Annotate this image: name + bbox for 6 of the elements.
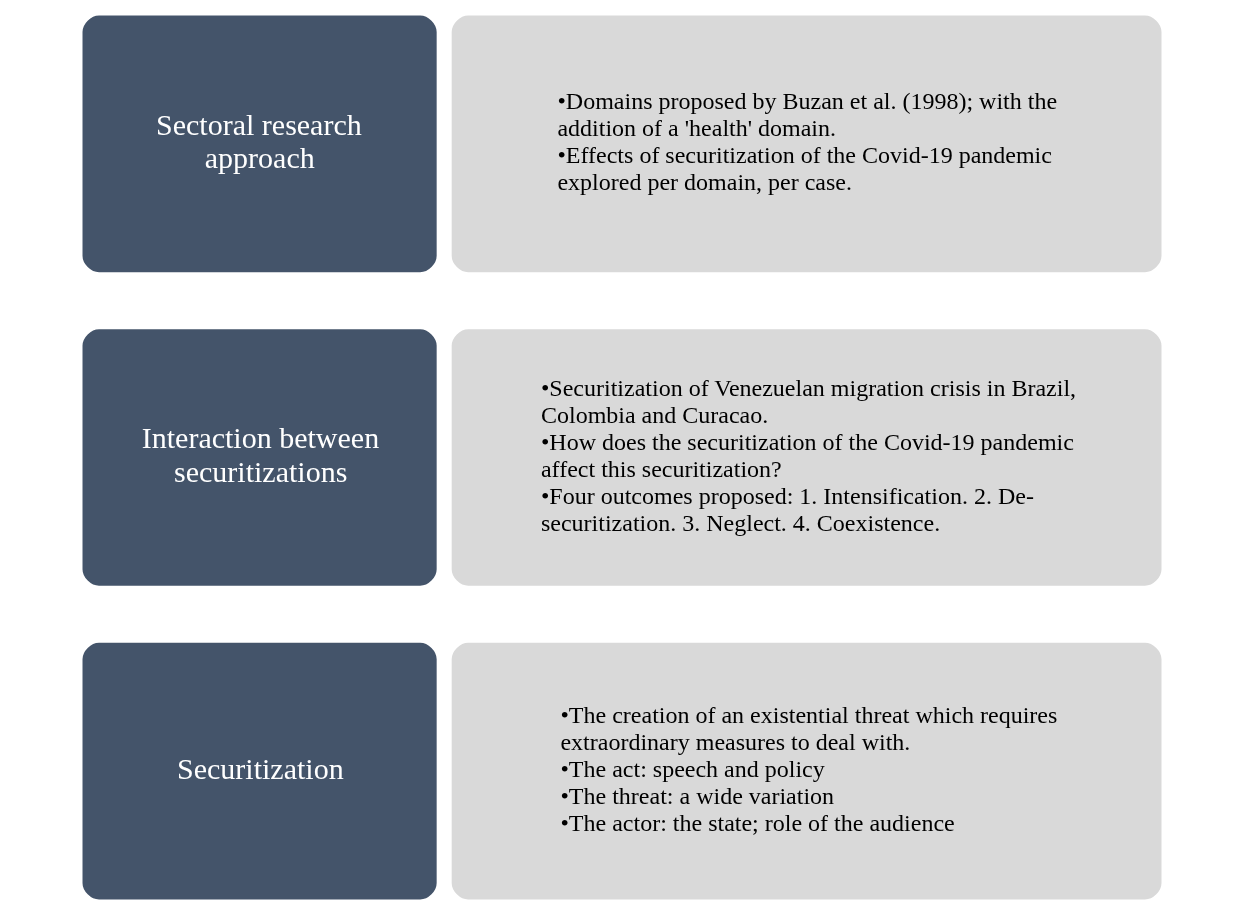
node-box: •Domains proposed by Buzan et al. (1998); with the addition of a 'health' domain. •Effects of securitization of the Covid-19 pandemic explored per domain, per case. bbox=[448, 12, 1165, 276]
node-box: •The creation of an existential threat which requires extraordinary measures to deal with. •The act: speech and policy •The threat: a wide variation •The actor: the state; role of the audience bbox=[448, 639, 1165, 903]
node-box: Interaction between securitizations bbox=[79, 326, 440, 589]
node-box: Sectoral research approach bbox=[79, 12, 440, 276]
node-box: Securitization bbox=[79, 639, 440, 903]
node-box: •Securitization of Venezuelan migration crisis in Brazil, Colombia and Curacao. •How does the securitization of the Covid-19 pandemic affect this securitization? •Four outcomes proposed: 1. Intensification. 2. De-securitization. 3. Neglect. 4. Coexistence. bbox=[448, 326, 1165, 589]
